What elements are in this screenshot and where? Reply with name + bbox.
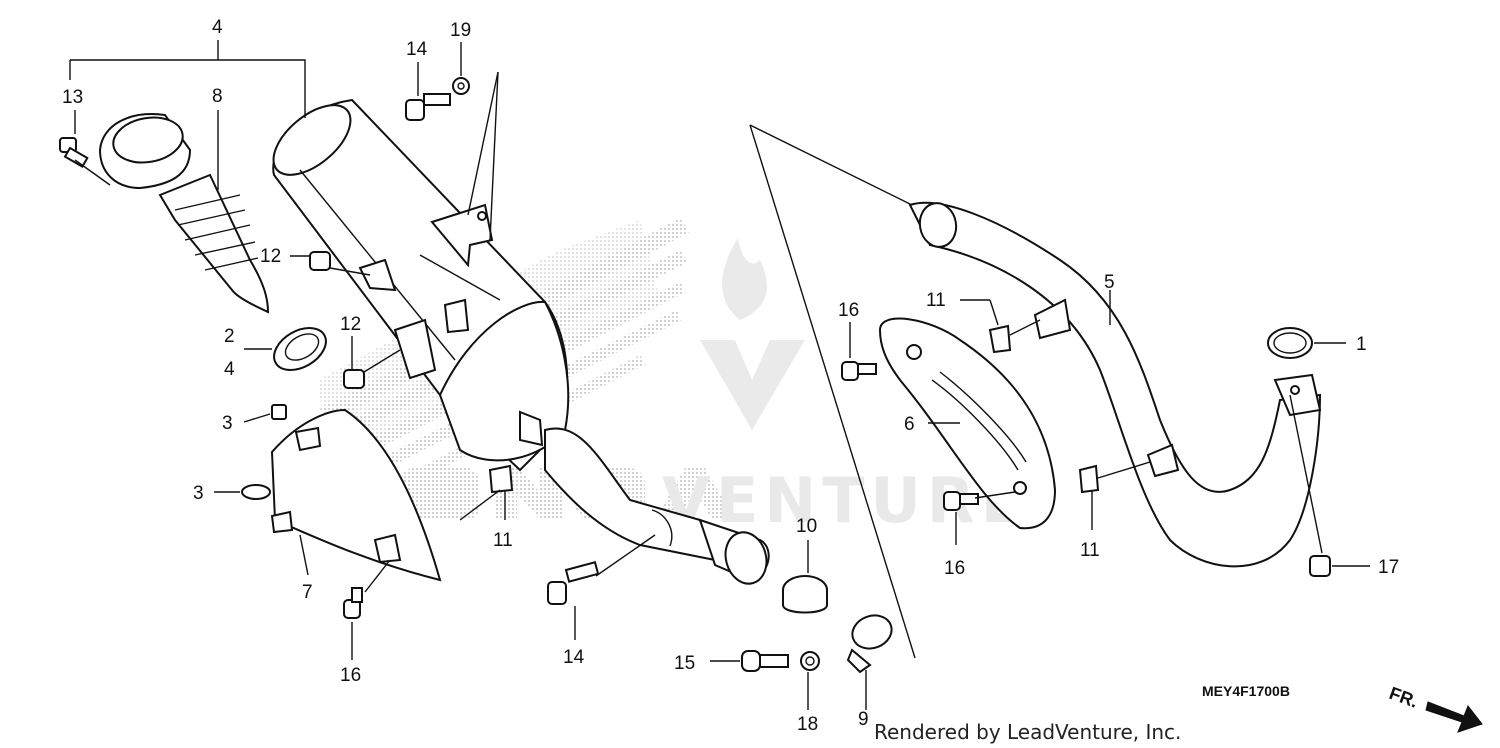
bolt-14-lower bbox=[547, 561, 600, 605]
callout-9[interactable]: 9 bbox=[858, 709, 869, 730]
exhaust-pipe bbox=[908, 201, 1322, 568]
callout-10[interactable]: 10 bbox=[796, 516, 817, 537]
bolt-16-upper bbox=[841, 361, 877, 381]
callout-16-cover[interactable]: 16 bbox=[340, 665, 361, 686]
callout-16-lower[interactable]: 16 bbox=[944, 558, 965, 579]
callout-5[interactable]: 5 bbox=[1104, 272, 1115, 293]
callout-14-lower[interactable]: 14 bbox=[563, 647, 585, 668]
tail-pipe-arrester bbox=[98, 113, 270, 314]
nut-12-lower bbox=[343, 369, 365, 389]
callout-19[interactable]: 19 bbox=[450, 20, 471, 41]
washer-19 bbox=[452, 77, 470, 95]
callout-3-upper[interactable]: 3 bbox=[222, 413, 233, 434]
callout-18[interactable]: 18 bbox=[797, 714, 818, 735]
callout-8[interactable]: 8 bbox=[212, 86, 223, 107]
bolt-13 bbox=[59, 137, 89, 169]
leader-lines bbox=[69, 40, 1370, 710]
callout-14-upper[interactable]: 14 bbox=[406, 39, 428, 60]
grommet-3-lower bbox=[241, 484, 271, 500]
callout-13[interactable]: 13 bbox=[62, 87, 83, 108]
callout-11-muffler[interactable]: 11 bbox=[493, 530, 513, 551]
nut-12-upper bbox=[309, 251, 331, 271]
grommet-3-upper bbox=[271, 404, 287, 420]
callout-17[interactable]: 17 bbox=[1378, 557, 1399, 578]
joint-collar-10 bbox=[782, 575, 828, 614]
diagram-code: MEY4F1700B bbox=[1202, 683, 1290, 699]
callout-3-lower[interactable]: 3 bbox=[193, 483, 204, 504]
callout-2[interactable]: 2 bbox=[224, 326, 235, 347]
gasket-1 bbox=[1267, 327, 1313, 359]
callout-4-top[interactable]: 4 bbox=[212, 17, 223, 38]
callout-4-gasket[interactable]: 4 bbox=[224, 359, 235, 380]
muffler-cover bbox=[270, 408, 442, 582]
callout-11-upper[interactable]: 11 bbox=[926, 290, 946, 311]
callout-12-lower[interactable]: 12 bbox=[340, 314, 361, 335]
gasket-2 bbox=[273, 327, 327, 371]
callout-15[interactable]: 15 bbox=[674, 653, 695, 674]
clip-11 bbox=[488, 324, 1100, 494]
bolt-15 bbox=[741, 650, 789, 672]
callout-1[interactable]: 1 bbox=[1356, 334, 1367, 355]
nut-17 bbox=[1309, 555, 1331, 577]
leadventure-logo-watermark bbox=[700, 238, 805, 430]
callout-6[interactable]: 6 bbox=[904, 414, 915, 435]
pipe-protector bbox=[878, 317, 1057, 530]
callout-7[interactable]: 7 bbox=[302, 582, 313, 603]
callout-16-upper[interactable]: 16 bbox=[838, 300, 859, 321]
front-direction-indicator: FR. bbox=[1387, 683, 1483, 733]
callout-12-upper[interactable]: 12 bbox=[260, 246, 281, 267]
muffler-assembly bbox=[272, 98, 770, 585]
bolt-16-cover bbox=[343, 587, 363, 619]
callouts: 1 2 3 3 4 4 5 6 7 8 9 10 11 11 11 12 12 … bbox=[62, 17, 1399, 735]
bolt-14-upper bbox=[405, 93, 451, 121]
washer-18 bbox=[800, 651, 820, 671]
callout-11-lower[interactable]: 11 bbox=[1080, 540, 1100, 561]
render-credit: Rendered by LeadVenture, Inc. bbox=[874, 720, 1181, 744]
arrow-icon bbox=[1425, 701, 1483, 733]
bolt-16-lower bbox=[943, 491, 979, 511]
band-clamp-9 bbox=[846, 614, 893, 674]
direction-label: FR. bbox=[1387, 683, 1421, 712]
